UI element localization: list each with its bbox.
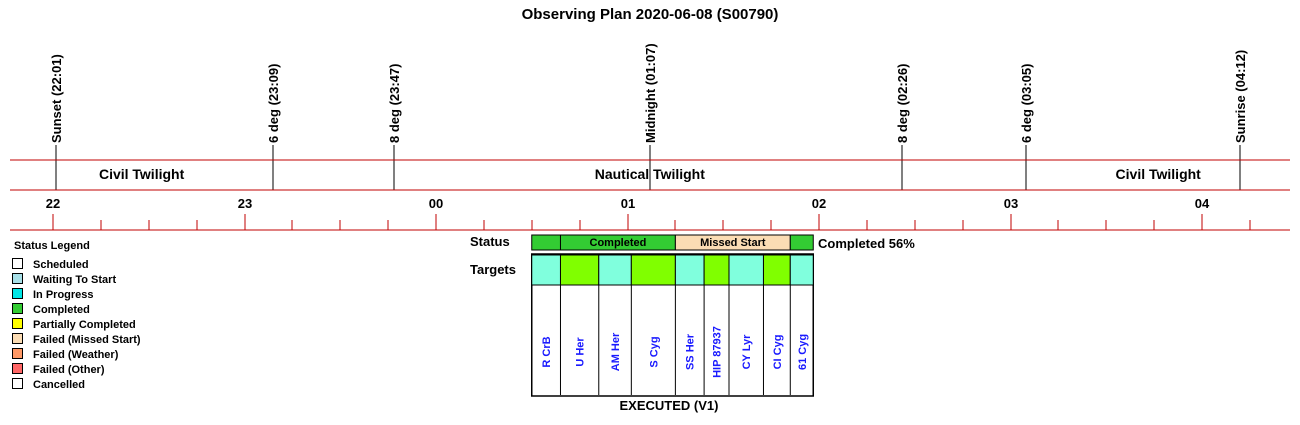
targets-bar: R CrB U Her AM Her S Cyg SS Her HIP 87937 CY L…: [531, 253, 815, 397]
legend-item: Failed (Weather): [12, 348, 118, 362]
target-block[interactable]: [559, 254, 600, 286]
status-bar: Completed Missed Start: [531, 234, 814, 251]
legend-label: In Progress: [33, 289, 94, 301]
target-block[interactable]: [789, 254, 814, 286]
legend-label: Failed (Other): [33, 364, 105, 376]
legend-label: Scheduled: [33, 259, 89, 271]
legend-swatch: [12, 303, 23, 314]
target-block[interactable]: [762, 254, 791, 286]
event-label: 8 deg (23:47): [387, 64, 402, 143]
twilight-band-label: Civil Twilight: [99, 166, 185, 182]
target-name[interactable]: SS Her: [685, 333, 697, 370]
target-name[interactable]: HIP 87937: [712, 326, 724, 378]
twilight-band-label: Civil Twilight: [1116, 166, 1202, 182]
legend-swatch: [12, 273, 23, 284]
legend-swatch: [12, 318, 23, 329]
legend-item: Partially Completed: [12, 318, 136, 332]
executed-label: EXECUTED (V1): [619, 398, 719, 413]
legend-item: Failed (Missed Start): [12, 333, 141, 347]
target-name[interactable]: CY Lyr: [741, 334, 753, 370]
status-block: [789, 234, 814, 251]
legend-label: Cancelled: [33, 379, 85, 391]
status-row-label: Status: [470, 234, 510, 249]
legend-item: Scheduled: [12, 258, 89, 272]
status-summary: Completed 56%: [818, 236, 915, 251]
legend-label: Partially Completed: [33, 319, 136, 331]
plan-title: Observing Plan 2020-06-08 (S00790): [521, 6, 779, 23]
legend-swatch: [12, 288, 23, 299]
target-block[interactable]: [728, 254, 764, 286]
legend-item: Failed (Other): [12, 363, 105, 377]
legend-item: Cancelled: [12, 378, 85, 392]
hour-tick-label: 03: [1004, 196, 1018, 211]
hour-tick-label: 04: [1195, 196, 1210, 211]
target-block[interactable]: [598, 254, 632, 286]
hour-tick-label: 23: [238, 196, 252, 211]
target-block[interactable]: [531, 254, 561, 286]
status-legend-title: Status Legend: [14, 240, 90, 252]
target-name[interactable]: S Cyg: [648, 336, 660, 367]
legend-label: Failed (Missed Start): [33, 334, 141, 346]
legend-swatch: [12, 363, 23, 374]
target-name[interactable]: U Her: [575, 337, 587, 367]
legend-item: Completed: [12, 303, 90, 317]
hour-tick-label: 01: [621, 196, 635, 211]
target-name[interactable]: 61 Cyg: [797, 334, 809, 370]
target-block[interactable]: [630, 254, 676, 286]
legend-swatch: [12, 378, 23, 389]
target-block[interactable]: [703, 254, 730, 286]
target-name[interactable]: CI Cyg: [772, 335, 784, 370]
legend-label: Waiting To Start: [33, 274, 117, 286]
legend-label: Failed (Weather): [33, 349, 119, 361]
legend-label: Completed: [33, 304, 90, 316]
status-block-label: Completed: [590, 237, 647, 249]
legend-item: Waiting To Start: [12, 273, 116, 287]
event-label: Sunset (22:01): [49, 54, 64, 143]
target-name[interactable]: R CrB: [541, 336, 553, 367]
event-label: 6 deg (23:09): [266, 64, 281, 143]
status-block-label: Missed Start: [700, 237, 766, 249]
hour-axis: 22 23 00 01 02 03 04: [46, 196, 1251, 230]
target-block[interactable]: [674, 254, 705, 286]
event-markers: Sunset (22:01) 6 deg (23:09) 8 deg (23:47)…: [49, 43, 1248, 190]
hour-tick-label: 02: [812, 196, 826, 211]
status-block: [531, 234, 561, 251]
legend-swatch: [12, 333, 23, 344]
event-label: Sunrise (04:12): [1233, 50, 1248, 143]
twilight-band-label: Nautical Twilight: [595, 166, 706, 182]
legend-item: In Progress: [12, 288, 94, 302]
legend-swatch: [12, 348, 23, 359]
event-label: Midnight (01:07): [643, 43, 658, 143]
event-label: 8 deg (02:26): [895, 64, 910, 143]
legend-swatch: [12, 258, 23, 269]
twilight-bands: Civil Twilight Nautical Twilight Civil Twi…: [99, 166, 1201, 182]
targets-row-label: Targets: [470, 262, 516, 277]
hour-tick-label: 00: [429, 196, 443, 211]
target-name[interactable]: AM Her: [610, 332, 622, 371]
event-label: 6 deg (03:05): [1019, 64, 1034, 143]
timeline-rules: [10, 159, 1290, 231]
hour-tick-label: 22: [46, 196, 60, 211]
